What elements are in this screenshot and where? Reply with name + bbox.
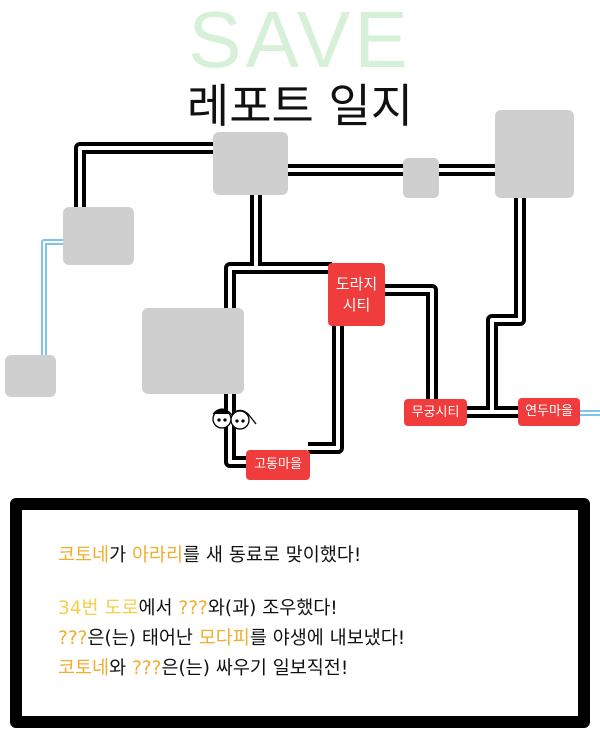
locked-area [495, 110, 574, 198]
water-route-west [41, 239, 64, 362]
page-title: 레포트 일지 [186, 79, 414, 133]
locked-area [403, 158, 439, 198]
report-log-box: 코토네가 아라리를 새 동료로 맞이했다! 34번 도로에서 ???와(과) 조… [10, 498, 590, 728]
locked-area [5, 355, 56, 397]
town-label: 연두마을 [525, 404, 573, 420]
save-watermark: SAVE [188, 0, 412, 84]
log-line-2: 34번 도로에서 ???와(과) 조우했다! [58, 598, 338, 619]
player-characters-icon [212, 408, 257, 430]
town-yeondu-village[interactable]: 연두마을 [518, 398, 580, 426]
locked-area [213, 132, 288, 195]
town-mugung-city[interactable]: 무궁시티 [404, 399, 467, 426]
log-line-3: ???은(는) 태어난 모다피를 야생에 내보냈다! [58, 628, 406, 649]
town-godong-village[interactable]: 고동마을 [246, 450, 310, 480]
town-label: 무궁시티 [411, 404, 460, 420]
log-line-1: 코토네가 아라리를 새 동료로 맞이했다! [58, 545, 362, 566]
town-label: 고동마을 [254, 457, 302, 473]
locked-area [142, 308, 244, 394]
locked-area [63, 207, 134, 265]
locked-areas [5, 110, 574, 397]
town-label: 도라지 시티 [335, 275, 378, 314]
region-map [5, 110, 600, 468]
log-line-4: 코토네와 ???은(는) 싸우기 일보직전! [58, 658, 349, 679]
town-doraji-city[interactable]: 도라지 시티 [328, 263, 385, 326]
